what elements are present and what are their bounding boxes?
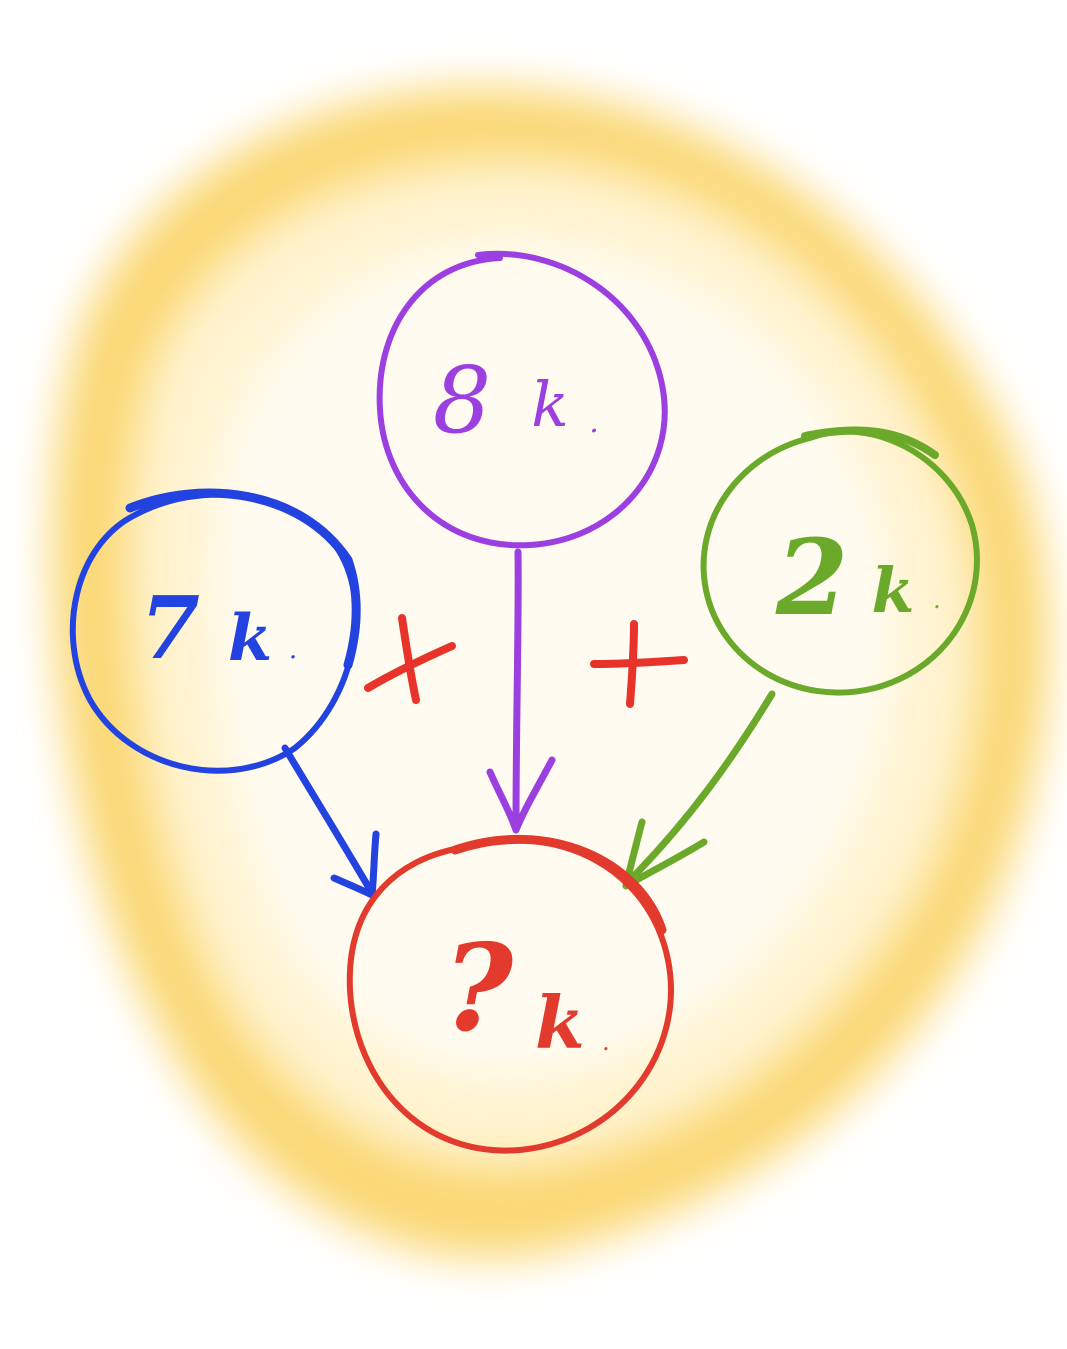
node-top-unit: k xyxy=(531,368,569,441)
node-left-number: 7 xyxy=(140,578,200,679)
node-left: 7 k . xyxy=(69,488,361,774)
arrow-left-to-result xyxy=(281,744,380,899)
node-top: 8 k . xyxy=(376,250,668,549)
node-result-dot: . xyxy=(602,1028,610,1056)
node-left-unit: k xyxy=(228,601,272,676)
node-left-dot: . xyxy=(289,635,297,665)
node-right-dot: . xyxy=(933,586,941,614)
node-top-dot: . xyxy=(589,405,599,440)
node-right: 2 k . xyxy=(700,426,980,696)
node-result-number: ? xyxy=(443,918,515,1059)
plus-right xyxy=(590,620,688,708)
node-top-number: 8 xyxy=(433,347,492,454)
node-right-unit: k xyxy=(872,554,915,627)
plus-left xyxy=(364,614,456,704)
node-right-number: 2 xyxy=(775,516,848,639)
node-result: ? k . xyxy=(346,834,674,1154)
background-glow xyxy=(51,87,1049,1259)
arrow-top-to-result xyxy=(486,548,556,834)
node-result-unit: k xyxy=(535,980,585,1065)
